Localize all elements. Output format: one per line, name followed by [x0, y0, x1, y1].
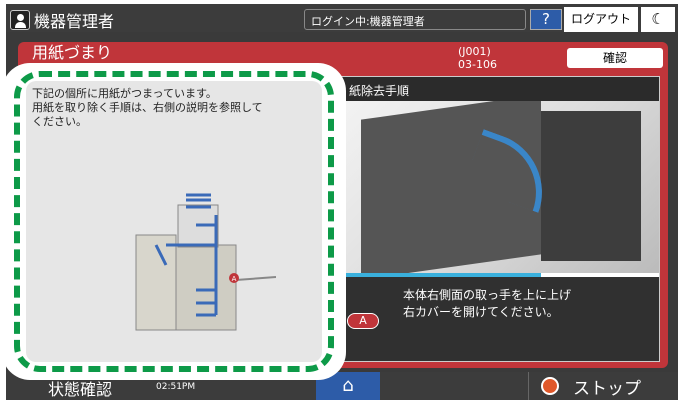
instruction-line: 右カバーを開けてください。 [403, 305, 559, 319]
energy-saver-button[interactable]: ☾ [641, 7, 675, 32]
login-status-dropdown[interactable]: ログイン中:機器管理者 [304, 9, 526, 30]
dashed-highlight-border [14, 71, 334, 372]
instruction-line: 本体右側面の取っ手を上に上げ [403, 288, 572, 302]
copier-diagram: A [135, 193, 276, 331]
message-line: 下記の個所に用紙がつまっています。 [32, 87, 217, 100]
moon-icon: ☾ [651, 10, 665, 28]
error-code-line: (J001) [458, 45, 491, 58]
stop-icon [541, 377, 559, 395]
message-line: ください。 [32, 115, 87, 128]
stop-button[interactable]: ストップ [528, 372, 678, 400]
jam-location-panel: 下記の個所に用紙がつまっています。 用紙を取り除く手順は、右側の説明を参照して … [26, 81, 322, 362]
message-line: 用紙を取り除く手順は、右側の説明を参照して [32, 101, 263, 114]
help-button[interactable]: ? [530, 9, 562, 30]
dialog-title: 用紙づまり [32, 43, 113, 62]
error-code: (J001)03-106 [458, 45, 497, 71]
procedure-illustration [341, 101, 659, 273]
instruction-text: 本体右側面の取っ手を上に上げ右カバーを開けてください。 [403, 287, 571, 321]
user-icon [10, 10, 30, 30]
logout-button[interactable]: ログアウト [564, 7, 638, 32]
step-progress-bar [341, 273, 659, 277]
machine-side-illustration [541, 111, 641, 261]
step-badge: A [347, 313, 379, 329]
jam-marker: A [232, 275, 237, 283]
stop-label: ストップ [573, 378, 641, 399]
panel-title: 紙除去手順 [341, 77, 659, 101]
home-icon: ⌂ [342, 375, 354, 396]
removal-procedure-panel: 紙除去手順 A 本体右側面の取っ手を上に上げ右カバーを開けてください。 [340, 76, 660, 362]
jam-location-callout: 下記の個所に用紙がつまっています。 用紙を取り除く手順は、右側の説明を参照して … [2, 63, 346, 380]
error-code-line: 03-106 [458, 58, 497, 71]
progress-fill [341, 273, 542, 277]
clock: 02:51PM [156, 382, 196, 392]
user-name: 機器管理者 [34, 12, 115, 31]
jam-message: 下記の個所に用紙がつまっています。 用紙を取り除く手順は、右側の説明を参照して … [32, 87, 263, 129]
top-bar: 機器管理者 ログイン中:機器管理者 ? ログアウト ☾ [6, 4, 678, 32]
user-indicator: 機器管理者 [10, 8, 114, 32]
status-check-button[interactable]: 状態確認 [48, 380, 113, 399]
confirm-button[interactable]: 確認 [567, 48, 663, 68]
instruction-area: A 本体右側面の取っ手を上に上げ右カバーを開けてください。 [341, 277, 659, 361]
